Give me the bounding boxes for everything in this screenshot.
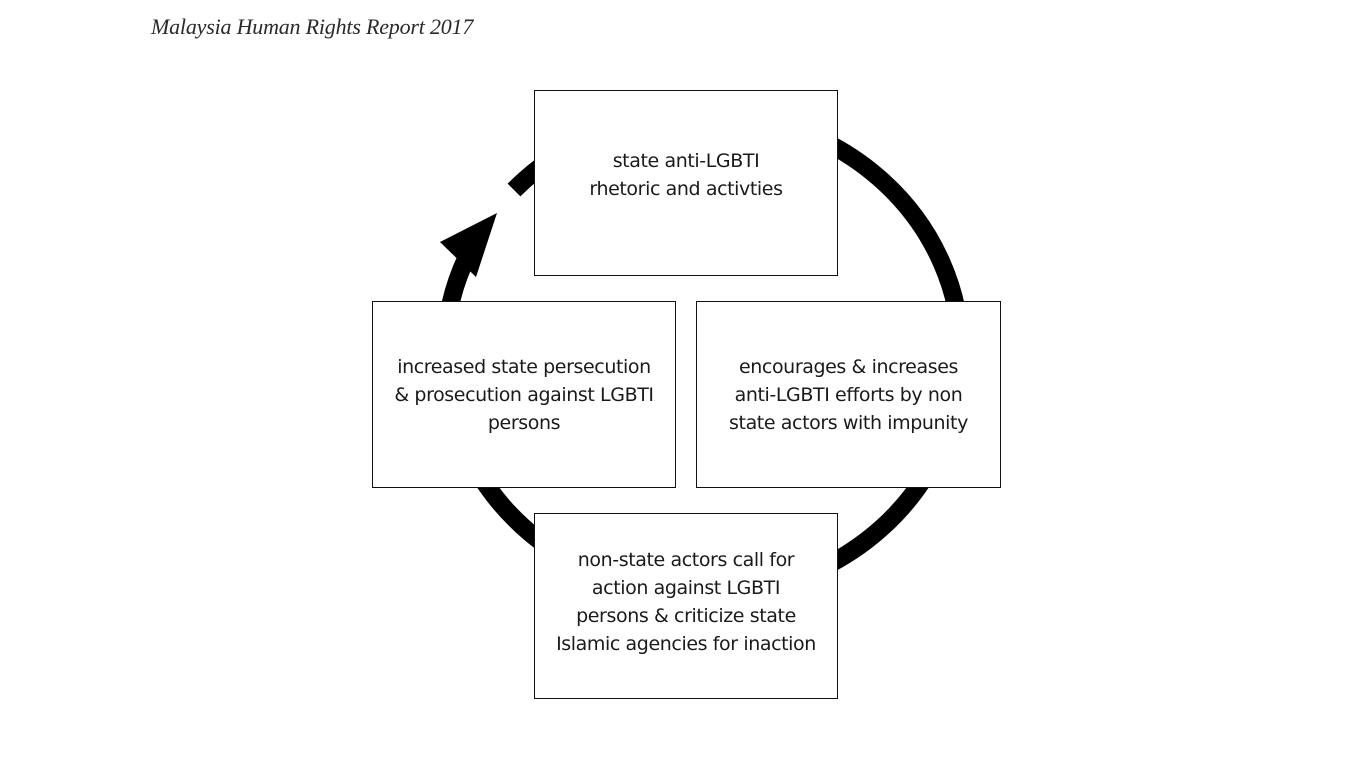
node-increased-state-persecution: increased state persecution & prosecutio… (372, 301, 676, 488)
node-label: encourages & increases anti-LGBTI effort… (729, 355, 968, 434)
node-non-state-actors-call-for-action: non-state actors call for action against… (534, 513, 838, 699)
node-label: state anti-LGBTI rhetoric and activties (589, 150, 783, 200)
node-label: increased state persecution & prosecutio… (394, 355, 654, 434)
node-state-anti-lgbti-rhetoric: state anti-LGBTI rhetoric and activties (534, 90, 838, 276)
report-title: Malaysia Human Rights Report 2017 (151, 14, 474, 39)
node-encourages-non-state-actors: encourages & increases anti-LGBTI effort… (696, 301, 1001, 488)
arrowhead-icon (440, 213, 497, 277)
node-label: non-state actors call for action against… (556, 549, 816, 655)
